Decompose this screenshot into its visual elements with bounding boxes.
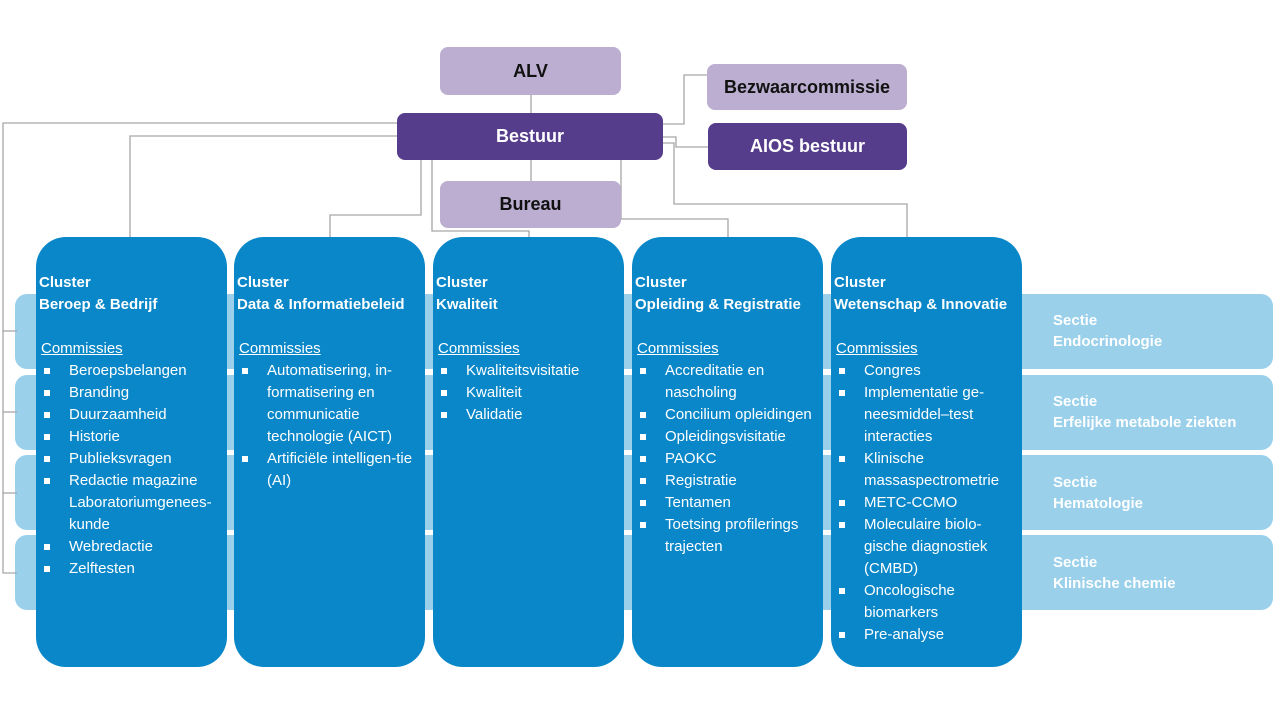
connector-bestuur-cluster-1 (129, 135, 397, 237)
section-name: Erfelijke metabole ziekten (1053, 414, 1237, 431)
commission-item[interactable]: Redactie magazine Laboratoriumgenees-kun… (39, 470, 227, 536)
commission-item[interactable]: Registratie (635, 470, 823, 492)
bezwaarcommissie-label: Bezwaarcommissie (723, 76, 891, 97)
cluster-subheading: Commissies (836, 340, 918, 357)
bestuur-box[interactable]: Bestuur (397, 113, 663, 160)
commission-item[interactable]: PAOKC (635, 448, 823, 470)
bestuur-label: Bestuur (495, 126, 564, 146)
cluster-opleiding-registratie[interactable]: Cluster Opleiding & Registratie Commissi… (632, 237, 823, 667)
cluster-title: Kwaliteit (436, 296, 498, 313)
connector-bestuur-aios (663, 136, 708, 148)
cluster-beroep-bedrijf[interactable]: Cluster Beroep & Bedrijf Commissies Bero… (36, 237, 227, 667)
cluster-subheading: Commissies (637, 340, 719, 357)
section-prefix: Sectie (1053, 474, 1098, 491)
commission-item[interactable]: Moleculaire biolo-gische diagnostiek (CM… (834, 514, 1022, 580)
cluster-prefix: Cluster (436, 274, 488, 291)
section-name: Endocrinologie (1053, 333, 1163, 350)
commission-item[interactable]: Duurzaamheid (39, 404, 227, 426)
section-endocrinologie[interactable]: Sectie Endocrinologie (1053, 310, 1162, 352)
commission-item[interactable]: Artificiële intelligen-tie (AI) (237, 448, 425, 492)
commission-item[interactable]: Pre-analyse (834, 624, 1022, 646)
commission-item[interactable]: Webredactie (39, 536, 227, 558)
commission-item[interactable]: Publieksvragen (39, 448, 227, 470)
commission-item[interactable]: Concilium opleidingen (635, 404, 823, 426)
cluster-title: Data & Informatiebeleid (237, 296, 405, 313)
cluster-title: Wetenschap & Innovatie (834, 296, 1008, 313)
connector-bestuur-cluster-4 (620, 160, 729, 237)
section-prefix: Sectie (1053, 554, 1098, 571)
commission-item[interactable]: Kwaliteitsvisitatie (436, 360, 624, 382)
commission-item[interactable]: Zelftesten (39, 558, 227, 580)
cluster-prefix: Cluster (237, 274, 289, 291)
cluster-subheading: Commissies (41, 340, 123, 357)
cluster-prefix: Cluster (39, 274, 91, 291)
commission-list: Automatisering, in-formatisering en comm… (237, 360, 425, 492)
connector-bestuur-cluster-3 (431, 160, 530, 237)
bureau-label: Bureau (499, 194, 562, 214)
section-name: Klinische chemie (1053, 575, 1176, 592)
cluster-prefix: Cluster (635, 274, 687, 291)
cluster-title: Beroep & Bedrijf (39, 296, 158, 313)
commission-list: Beroepsbelangen Branding Duurzaamheid Hi… (39, 360, 227, 580)
commission-item[interactable]: Opleidingsvisitatie (635, 426, 823, 448)
commission-item[interactable]: Klinische massaspectrometrie (834, 448, 1022, 492)
section-hematologie[interactable]: Sectie Hematologie (1053, 472, 1143, 514)
connector-bestuur-sections (2, 122, 397, 574)
commission-item[interactable]: Toetsing profilerings trajecten (635, 514, 823, 558)
section-name: Hematologie (1053, 495, 1144, 512)
commission-item[interactable]: Branding (39, 382, 227, 404)
commission-item[interactable]: Kwaliteit (436, 382, 624, 404)
connector-bestuur-cluster-5 (663, 142, 908, 237)
section-prefix: Sectie (1053, 312, 1098, 329)
commission-item[interactable]: Accreditatie en nascholing (635, 360, 823, 404)
commission-item[interactable]: Validatie (436, 404, 624, 426)
connector-bestuur-cluster-2 (329, 160, 422, 237)
cluster-subheading: Commissies (438, 340, 520, 357)
aios-bestuur-box[interactable]: AIOS bestuur (708, 123, 907, 170)
section-erfelijke-metabole-ziekten[interactable]: Sectie Erfelijke metabole ziekten (1053, 391, 1236, 433)
commission-item[interactable]: Congres (834, 360, 1022, 382)
alv-box[interactable]: ALV (440, 47, 621, 95)
commission-item[interactable]: Tentamen (635, 492, 823, 514)
commission-item[interactable]: Historie (39, 426, 227, 448)
cluster-subheading: Commissies (239, 340, 321, 357)
aios-bestuur-label: AIOS bestuur (749, 136, 865, 156)
commission-item[interactable]: Beroepsbelangen (39, 360, 227, 382)
commission-list: Accreditatie en nascholing Concilium opl… (635, 360, 823, 558)
commission-item[interactable]: Automatisering, in-formatisering en comm… (237, 360, 425, 448)
connector-bestuur-bezwaarcommissie (663, 74, 707, 125)
cluster-title: Opleiding & Registratie (635, 296, 801, 313)
commission-item[interactable]: Implementatie ge-neesmiddel–test interac… (834, 382, 1022, 448)
commission-item[interactable]: Oncologische biomarkers (834, 580, 1022, 624)
commission-list: Congres Implementatie ge-neesmiddel–test… (834, 360, 1022, 646)
section-prefix: Sectie (1053, 393, 1098, 410)
cluster-data-informatiebeleid[interactable]: Cluster Data & Informatiebeleid Commissi… (234, 237, 425, 667)
alv-label: ALV (513, 60, 548, 81)
cluster-kwaliteit[interactable]: Cluster Kwaliteit Commissies Kwaliteitsv… (433, 237, 624, 667)
commission-item[interactable]: METC-CCMO (834, 492, 1022, 514)
bezwaarcommissie-box[interactable]: Bezwaarcommissie (707, 64, 907, 110)
bureau-box[interactable]: Bureau (440, 181, 621, 228)
commission-list: Kwaliteitsvisitatie Kwaliteit Validatie (436, 360, 624, 426)
cluster-prefix: Cluster (834, 274, 886, 291)
cluster-wetenschap-innovatie[interactable]: Cluster Wetenschap & Innovatie Commissie… (831, 237, 1022, 667)
section-klinische-chemie[interactable]: Sectie Klinische chemie (1053, 552, 1176, 594)
